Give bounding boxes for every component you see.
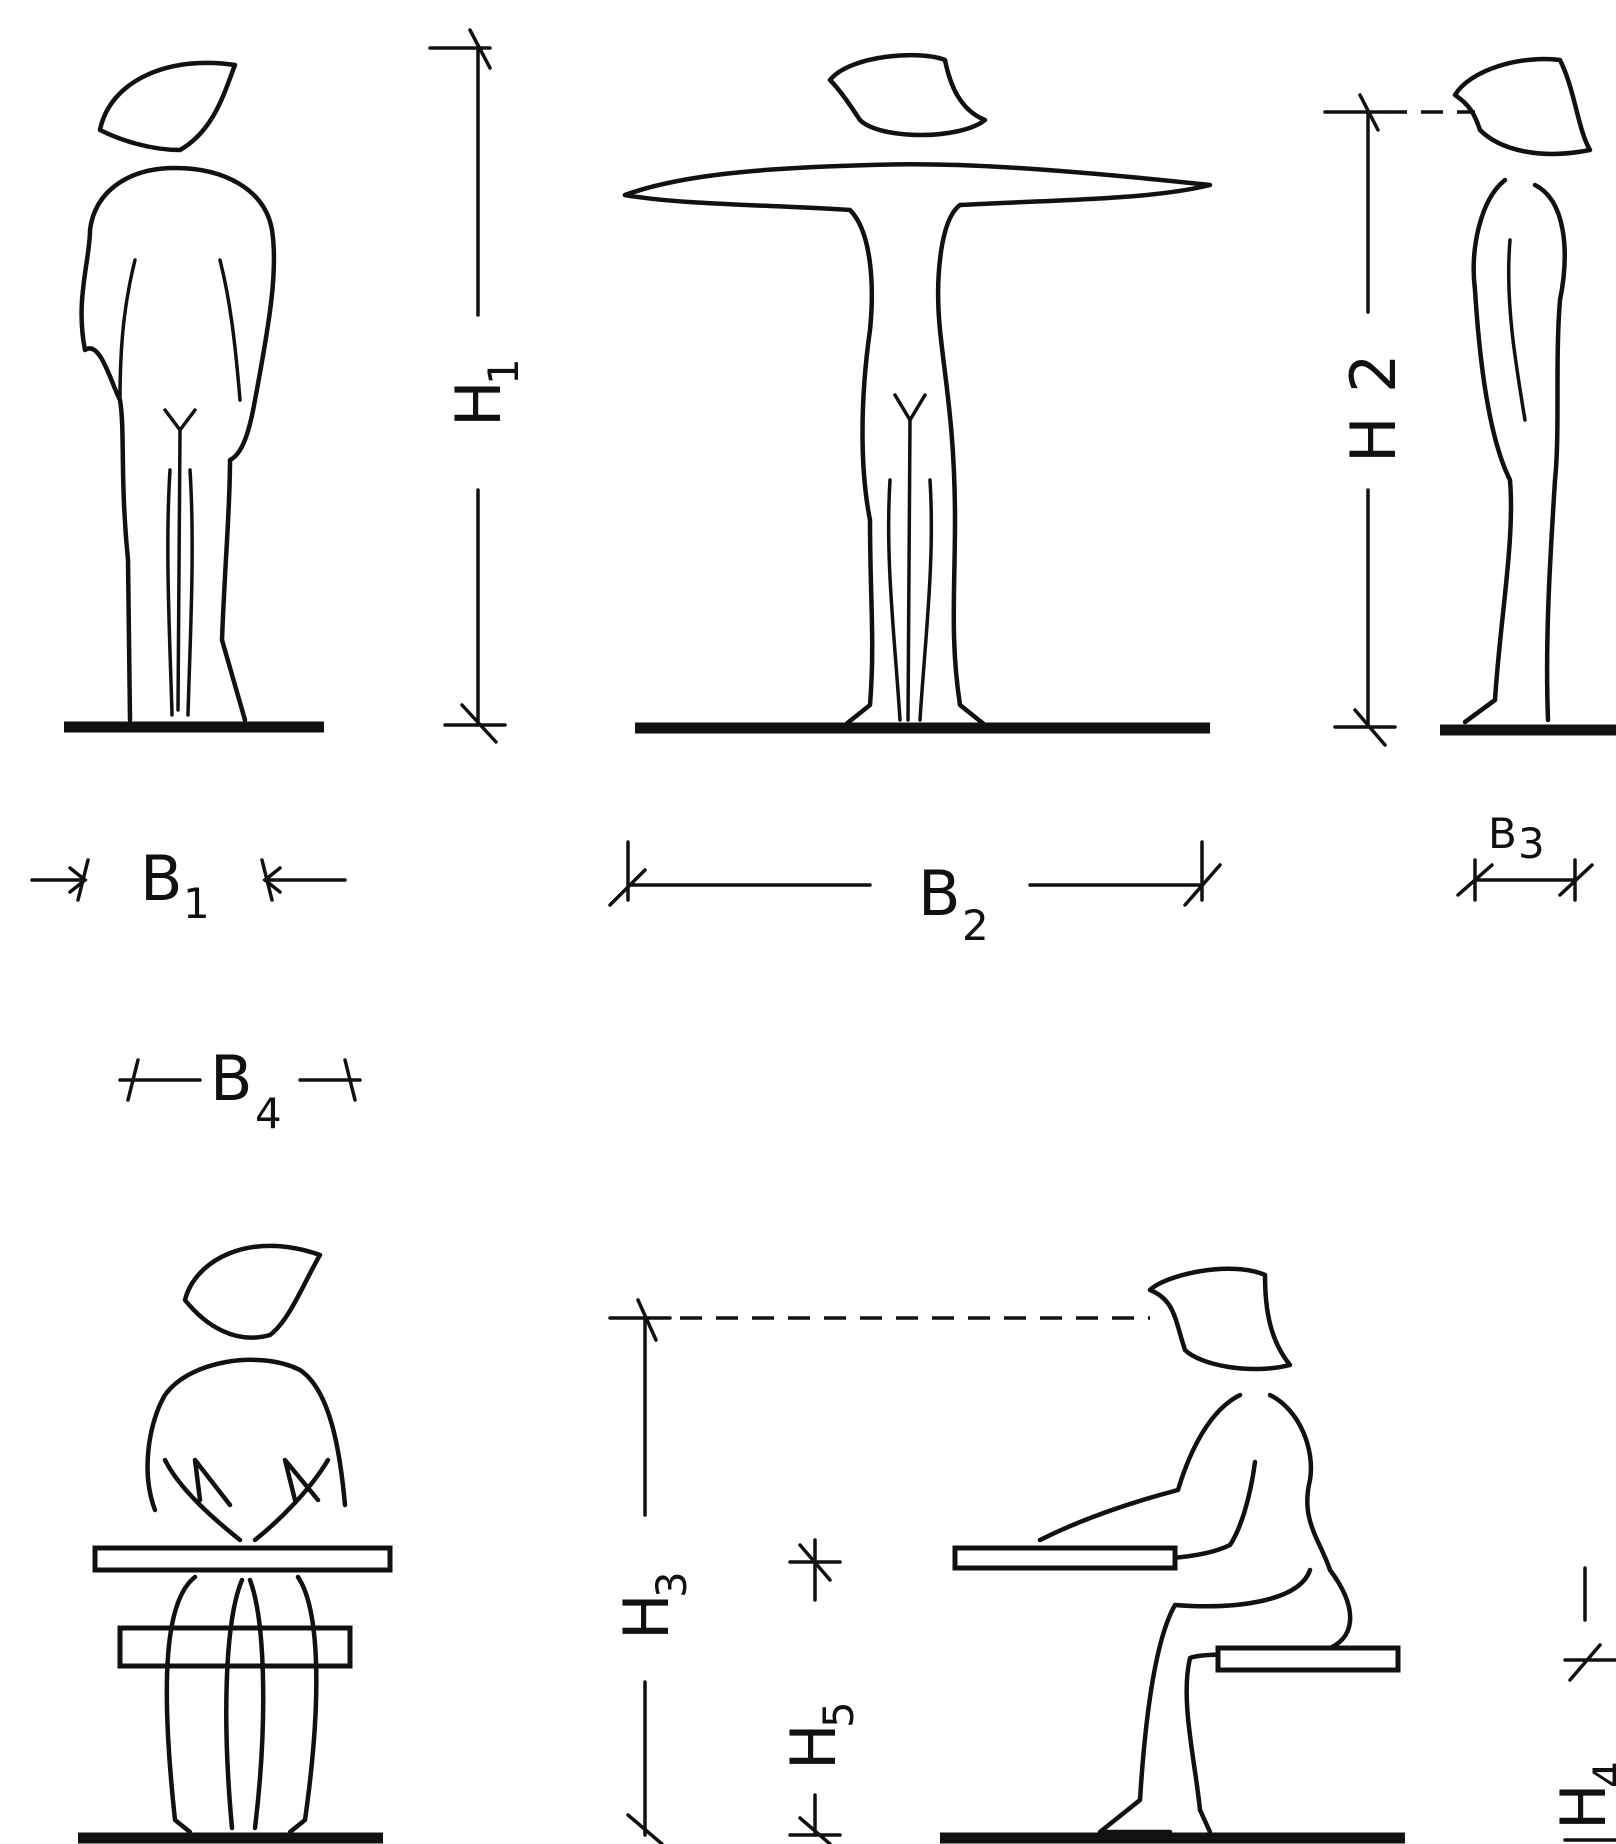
desk-top-front (92, 1545, 393, 1573)
arms-outstretched-figure (622, 52, 1213, 734)
label-h5: H (777, 1723, 850, 1770)
label-h1: H (442, 380, 515, 427)
label-h1-sub: 1 (479, 358, 528, 385)
dimension-h1: H 1 (428, 28, 528, 744)
seated-side-figure (940, 1266, 1405, 1844)
label-h3-sub: 3 (647, 1571, 696, 1598)
dimension-b3: B 3 (1456, 809, 1594, 902)
seated-front-figure (78, 1243, 393, 1844)
label-b2: B (918, 857, 961, 930)
label-h4-sub: 4 (1584, 1761, 1616, 1788)
dimension-b2: B 2 (608, 840, 1222, 950)
standing-side-figure (1440, 56, 1616, 736)
label-h3: H (610, 1593, 683, 1640)
dimension-b1: B 1 (30, 842, 347, 928)
desk-top-side (952, 1545, 1178, 1571)
dimension-h2: H 2 (1323, 93, 1475, 747)
label-b4-sub: 4 (255, 1089, 282, 1138)
label-b2-sub: 2 (962, 901, 989, 950)
label-b3-sub: 3 (1518, 819, 1545, 868)
dimension-h3: H 3 (608, 1298, 1150, 1844)
label-h5-sub: 5 (814, 1701, 863, 1728)
seat-front (117, 1625, 353, 1669)
label-h2: H (1337, 416, 1410, 463)
label-b1: B (140, 842, 183, 915)
seat-side (1215, 1645, 1401, 1673)
label-h4: H (1547, 1783, 1616, 1830)
standing-front-figure (64, 60, 324, 733)
label-b3: B (1488, 809, 1517, 858)
label-b1-sub: 1 (183, 879, 210, 928)
label-b4: B (210, 1042, 253, 1115)
dimension-h4: H 4 (1547, 1566, 1616, 1842)
dimension-b4: B 4 (118, 1042, 362, 1138)
dimension-h5: H 5 (777, 1538, 863, 1844)
label-h2-sub: 2 (1337, 354, 1410, 393)
